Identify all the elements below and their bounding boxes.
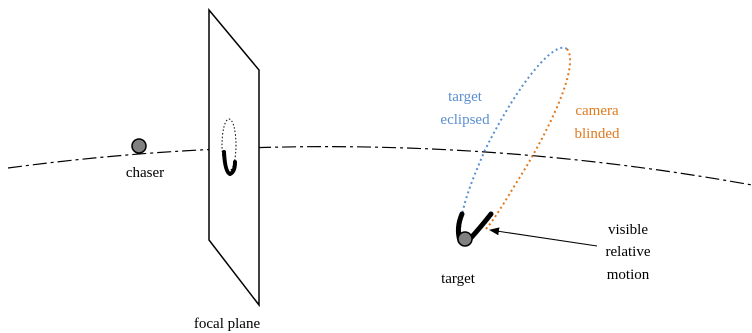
chaser-label: chaser — [126, 165, 164, 181]
target-label: target — [441, 271, 476, 287]
focal-plane — [208, 7, 260, 308]
visible-motion-label-line2: relative — [606, 244, 651, 260]
target-eclipsed-label-line1: target — [448, 89, 483, 105]
focal-plane-visible-arc — [222, 150, 237, 177]
target-marker — [457, 231, 473, 247]
visible-motion-label-line3: motion — [607, 267, 650, 283]
focal-plane-dotted-ellipse — [221, 118, 237, 172]
target-eclipsed-label-line2: eclipsed — [440, 112, 490, 128]
eclipsed-path — [459, 46, 568, 236]
chaser-marker — [131, 138, 147, 154]
focal-plane-label: focal plane — [194, 316, 261, 332]
camera-blinded-label-line2: blinded — [575, 126, 620, 142]
orbit-path — [7, 146, 752, 186]
visible-motion-arrow — [489, 227, 598, 247]
camera-blinded-label-line1: camera — [575, 103, 619, 119]
visible-motion-label-line1: visible — [608, 222, 648, 238]
blinded-path — [484, 48, 572, 231]
visible-motion-right — [466, 211, 494, 243]
